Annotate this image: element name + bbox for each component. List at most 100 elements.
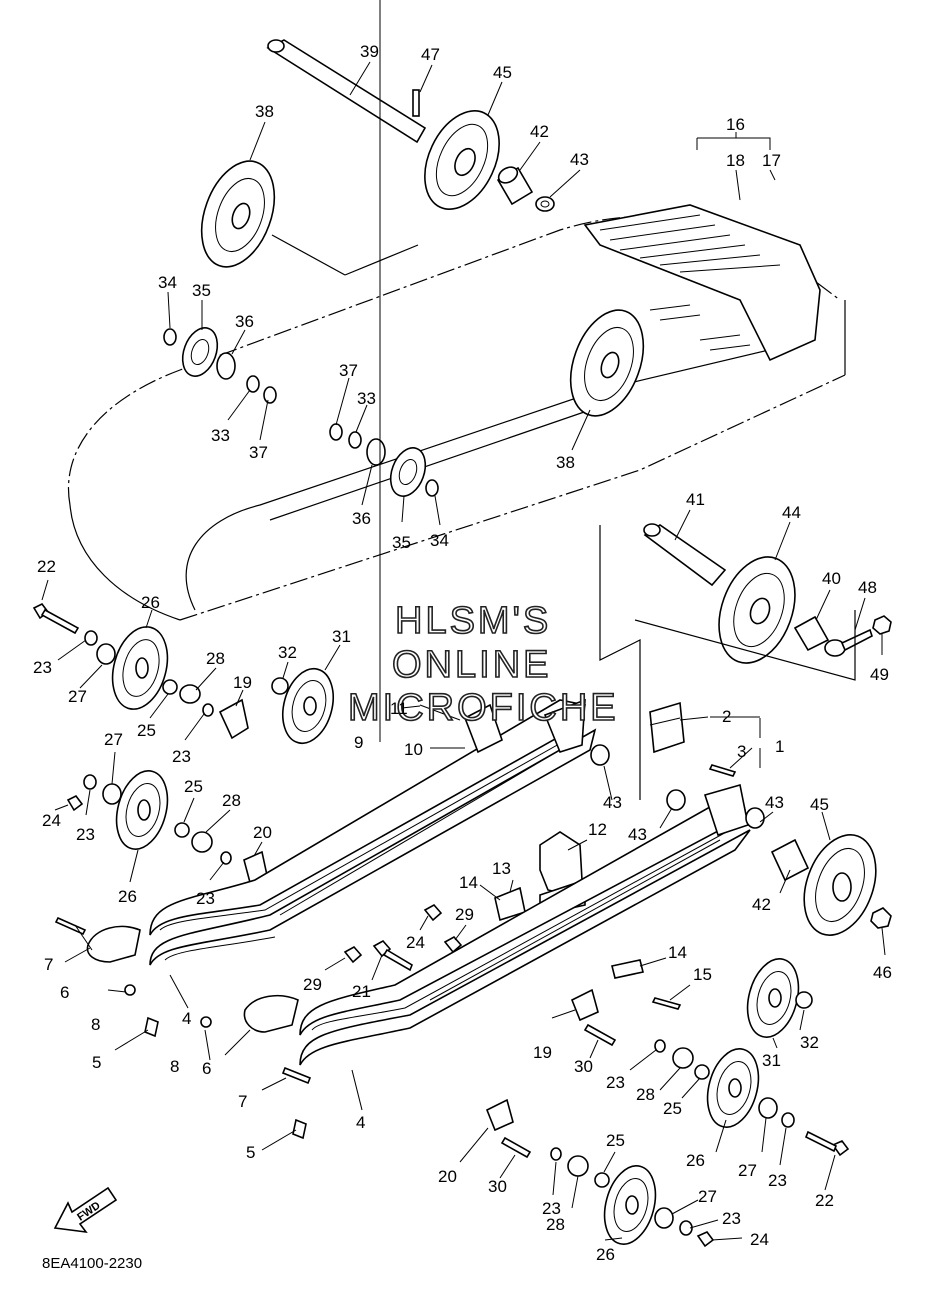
washer-8 [124,984,136,996]
callout-41: 41 [686,490,705,509]
washer-23h [679,1220,693,1236]
callout-23-d: 23 [196,889,215,908]
washer-43-right [745,807,765,829]
callout-43-mid: 43 [628,825,647,844]
washer-23 [84,630,98,646]
callout-42-top: 42 [530,122,549,141]
callout-14-b: 14 [668,943,687,962]
callout-32-b: 32 [800,1033,819,1052]
bracket-9-assembly [419,703,503,754]
callout-34-left: 34 [158,273,177,292]
callout-36-mid: 36 [352,509,371,528]
callout-19-b: 19 [533,1043,552,1062]
callout-33-left: 33 [211,426,230,445]
wheel-26-right-lower [603,1165,657,1245]
fwd-arrow-icon: FWD [53,1186,118,1234]
callout-25-b: 25 [184,777,203,796]
callout-48: 48 [858,578,877,597]
washer-23d [220,851,232,865]
callout-22-b: 22 [815,1191,834,1210]
callout-21: 21 [352,982,371,1001]
nut-24c [696,1231,715,1248]
callout-24-c: 24 [750,1230,769,1249]
callout-23-a: 23 [33,658,52,677]
nut-29 [343,945,363,964]
callout-25-c: 25 [663,1099,682,1118]
callout-28-d: 28 [546,1215,565,1234]
callout-49: 49 [870,665,889,684]
callout-39: 39 [360,42,379,61]
callout-labels: 39 47 45 38 42 43 16 18 17 34 35 36 33 3… [33,42,892,1264]
callout-19-a: 19 [233,673,252,692]
nut-24b [423,903,443,922]
callout-38-lower: 38 [556,453,575,472]
callout-37-mid: 37 [339,361,358,380]
wheel-26-upper [111,626,169,710]
collar-27d [654,1207,674,1229]
callout-7-b: 7 [238,1092,247,1111]
front-axle-shaft-41 [643,523,727,587]
callout-8-a: 8 [91,1015,100,1034]
callout-3: 3 [737,742,746,761]
callout-28-a: 28 [206,649,225,668]
callout-10: 10 [404,740,423,759]
nut-49 [872,615,892,635]
callout-28-b: 28 [222,791,241,810]
collar-28 [179,684,201,704]
callout-37-left: 37 [249,443,268,462]
watermark: HLSM'S ONLINE MICROFICHE [347,599,616,730]
callout-23-h: 23 [722,1209,741,1228]
washer-32 [271,677,289,695]
callout-43-left: 43 [603,793,622,812]
callout-2: 2 [722,707,731,726]
callout-23-g: 23 [542,1199,561,1218]
shoe-6-lower [243,994,299,1033]
callout-6-b: 6 [202,1059,211,1078]
nut-46 [870,907,892,929]
bolt-22-upper [32,602,80,635]
callout-32-a: 32 [278,643,297,662]
callout-11: 11 [390,699,408,718]
callout-30-a: 30 [574,1057,593,1076]
washer-43-left [590,744,610,766]
callout-22-upper: 22 [37,557,56,576]
track-clips [583,204,821,362]
callout-5-b: 5 [246,1143,255,1162]
spacer-25 [162,679,178,695]
washer-23b [202,703,214,717]
collar-28b [191,831,213,853]
callout-28-c: 28 [636,1085,655,1104]
collar-42-right [770,838,810,882]
washer-43-mid [666,789,686,811]
callout-4-a: 4 [182,1009,191,1028]
slide-shoe-6-upper [86,925,141,963]
bolt-21 [372,939,413,972]
bracket-19b [570,988,599,1022]
callout-26-d: 26 [596,1245,615,1264]
bracket-20b [485,1098,514,1132]
bolt-22-lower [804,1130,850,1157]
screw-5b [292,1118,307,1140]
callout-47: 47 [421,45,440,64]
washer-32b [795,991,813,1009]
rear-axle-shaft [266,39,427,144]
callout-31-b: 31 [762,1051,781,1070]
wheel-26-right-upper [706,1048,760,1128]
callout-23-c: 23 [76,825,95,844]
callout-8-b: 8 [170,1057,179,1076]
callout-25-d: 25 [606,1131,625,1150]
callout-17: 17 [762,151,781,170]
callout-38-upper: 38 [255,102,274,121]
callout-15: 15 [693,965,712,984]
collar-27 [96,643,116,665]
callout-30-b: 30 [488,1177,507,1196]
callout-1: 1 [775,737,784,756]
wheel-31-lower [746,958,800,1038]
callout-45-top: 45 [493,63,512,82]
callout-34-mid: 34 [430,531,449,550]
callout-27-a: 27 [68,687,87,706]
spacer-25b [174,822,190,838]
callout-35-left: 35 [192,281,211,300]
watermark-line-1: HLSM'S [395,600,551,642]
